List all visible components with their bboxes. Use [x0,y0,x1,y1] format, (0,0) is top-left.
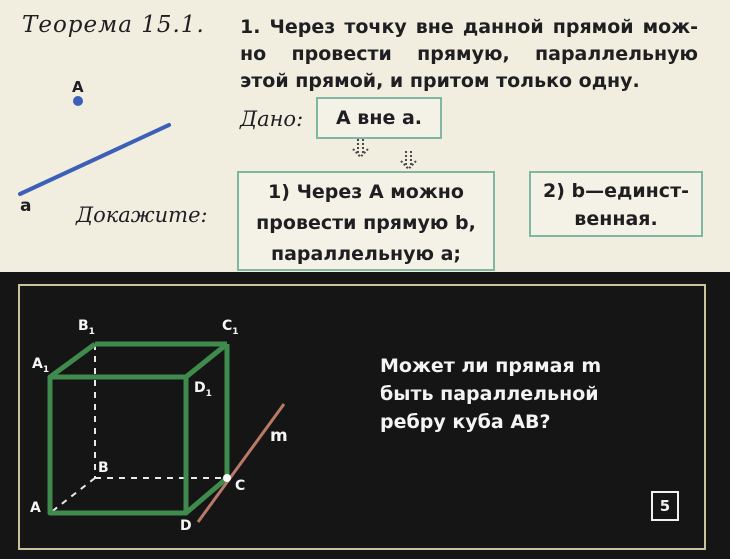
arrow-down-icon-2 [400,151,417,171]
question-line-1: Может ли прямая m [380,355,602,377]
vertex-b1-label: B1 [78,318,95,337]
prove-part-1: 1) Через А можно провести прямую b, пара… [237,171,495,271]
vertex-d-label: D [180,518,192,534]
line-m [196,403,286,523]
question-line-3: ребру куба AB? [380,411,551,433]
given-label: Дано: [240,107,304,131]
point-a-label: A [72,78,84,96]
question-line-2: быть параллельной [380,383,599,405]
vertex-d1-label: D1 [194,380,212,399]
prove-part-1-line-3: параллельную а; [270,243,462,265]
arrow-down-icon-1 [352,139,369,159]
cube-diagram [47,341,286,523]
prove-part-2: 2) b—единст- венная. [529,171,703,237]
vertex-c-label: C [235,478,246,494]
point-line-diagram [18,96,171,196]
prove-part-1-line-2: провести прямую b, [256,212,476,234]
line-a [18,123,171,196]
prove-label: Докажите: [76,203,208,227]
line-m-label: m [270,426,288,446]
point-a-dot [73,96,83,106]
vertex-b-label: B [98,460,109,476]
vertex-a-label: A [30,500,41,516]
given-box: А вне а. [316,97,442,139]
page-number: 5 [651,491,679,521]
theorem-statement: 1. Через точку вне данной прямой мож- но… [240,14,698,95]
statement-line-2: но провести прямую, параллельную [240,43,698,65]
line-a-label: a [20,196,32,216]
prove-part-1-line-1: 1) Через А можно [268,181,464,203]
statement-line-3: этой прямой, и притом только одну. [240,70,640,92]
vertex-a1-label: A1 [32,356,50,375]
point-c-dot [223,474,231,482]
cube-visible-edges [47,341,230,516]
prove-part-2-line-1: 2) b—единст- [543,180,689,202]
slide-frame [18,284,706,550]
question-text: Может ли прямая m быть параллельной ребр… [380,352,650,436]
vertex-c1-label: C1 [222,318,239,337]
theorem-label: Теорема 15.1. [22,12,205,38]
statement-line-1: 1. Через точку вне данной прямой мож- [240,16,698,38]
prove-part-2-line-2: венная. [574,208,658,230]
implication-arrows [352,139,417,171]
cube-hidden-edges [49,344,227,514]
